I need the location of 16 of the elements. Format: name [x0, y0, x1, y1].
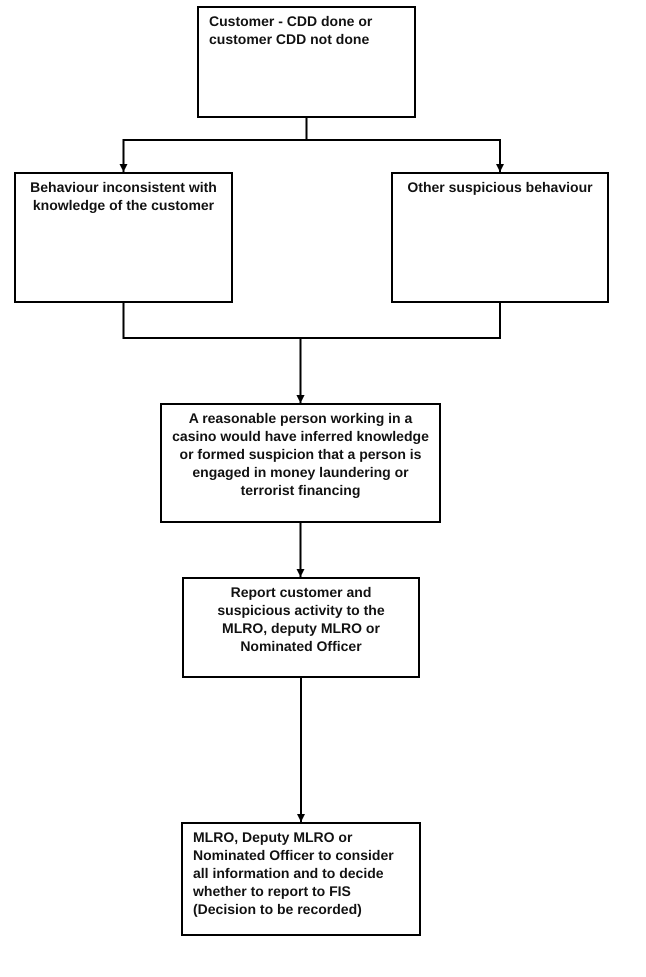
- process-box: [391, 172, 609, 303]
- arrow: [296, 303, 501, 403]
- process-box: [197, 6, 416, 118]
- arrow: [297, 678, 305, 822]
- process-box: [182, 577, 420, 678]
- arrow: [296, 523, 304, 577]
- process-box: [160, 403, 441, 523]
- box-text: Customer - CDD done or customer CDD not done: [209, 12, 374, 48]
- arrow: [306, 118, 504, 172]
- box-text: Other suspicious behaviour: [406, 178, 594, 196]
- box-text: Behaviour inconsistent with knowledge of the customer: [29, 178, 218, 214]
- box-text: MLRO, Deputy MLRO or Nominated Officer to consider all information and to decide whether to report to FIS (Decision to be recorded): [193, 828, 395, 918]
- box-text: A reasonable person working in a casino would have inferred knowledge or formed suspicion that a person is engaged in money laundering or terrorist financing: [172, 409, 429, 499]
- process-box: [181, 822, 421, 936]
- process-box: [14, 172, 233, 303]
- box-text: Report customer and suspicious activity to the MLRO, deputy MLRO or Nominated Officer: [216, 583, 386, 655]
